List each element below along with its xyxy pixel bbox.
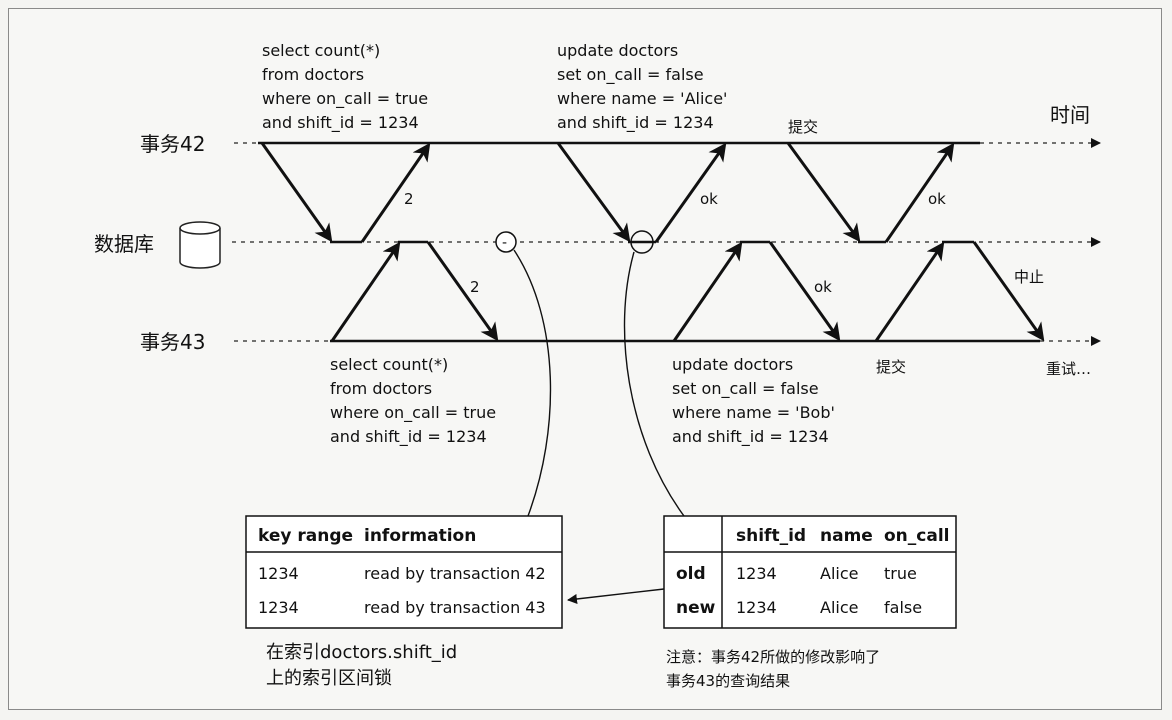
doctors-data-table: shift_id name on_call old 1234 Alice tru… [663, 515, 957, 629]
data-table-caption-line2: 事务43的查询结果 [666, 672, 790, 690]
data-table-cell: 1234 [736, 564, 777, 583]
svg-text:update doctors: update doctors [557, 41, 678, 60]
svg-text:where name = 'Alice': where name = 'Alice' [557, 89, 727, 108]
index-lock-table: key range information 1234 read by trans… [245, 515, 563, 629]
tx42-commit-trip [786, 142, 955, 244]
svg-text:and shift_id = 1234: and shift_id = 1234 [557, 113, 714, 133]
svg-text:from doctors: from doctors [262, 65, 364, 84]
index-table-header-info: information [364, 526, 476, 546]
svg-text:and shift_id = 1234: and shift_id = 1234 [672, 427, 829, 447]
retry-label: 重试… [1046, 360, 1091, 378]
svg-text:set on_call = false: set on_call = false [672, 379, 819, 399]
index-table-cell: read by transaction 42 [364, 564, 546, 583]
ok-label-top-1: ok [700, 190, 718, 208]
commit-label-bottom: 提交 [876, 358, 906, 376]
data-table-cell: 1234 [736, 598, 777, 617]
ok-label-top-2: ok [928, 190, 946, 208]
tx43-commit-abort-trip [874, 240, 1045, 342]
lane-label-db: 数据库 [94, 232, 154, 256]
data-table-row-label-new: new [676, 598, 716, 618]
database-icon [179, 221, 221, 269]
commit-label-top: 提交 [788, 118, 818, 136]
arrow-data-to-index [567, 588, 665, 604]
data-table-cell: false [884, 598, 922, 617]
index-table-header-key: key range [258, 526, 353, 546]
tx42-query-sql: select count(*) from doctors where on_ca… [262, 41, 428, 133]
svg-text:from doctors: from doctors [330, 379, 432, 398]
index-table-caption-line1: 在索引doctors.shift_id [266, 642, 457, 663]
write-marker [630, 230, 654, 254]
svg-text:update doctors: update doctors [672, 355, 793, 374]
count-result-bottom: 2 [470, 278, 480, 296]
svg-text:-: - [502, 235, 507, 251]
svg-text:where on_call = true: where on_call = true [262, 89, 428, 109]
tx43-update-trip [672, 240, 841, 342]
leader-to-index-table [513, 249, 552, 517]
diagram-frame [8, 8, 1162, 710]
count-result-top: 2 [404, 190, 414, 208]
data-table-caption-line1: 注意：事务42所做的修改影响了 [666, 648, 880, 666]
data-table-header-shift-id: shift_id [736, 526, 806, 546]
data-table-header-on-call: on_call [884, 526, 950, 546]
index-lock-marker: - [495, 231, 517, 253]
data-table-cell: true [884, 564, 917, 583]
index-table-cell: 1234 [258, 598, 299, 617]
abort-label: 中止 [1014, 268, 1044, 286]
index-table-cell: read by transaction 43 [364, 598, 546, 617]
tx42-update-sql: update doctors set on_call = false where… [557, 41, 727, 133]
data-table-cell: Alice [820, 598, 858, 617]
lane-label-tx42: 事务42 [140, 132, 205, 156]
tx42-update-trip [556, 142, 727, 244]
ok-label-bottom: ok [814, 278, 832, 296]
lane-label-tx43: 事务43 [140, 330, 205, 354]
index-table-caption-line2: 上的索引区间锁 [266, 668, 392, 689]
svg-text:select count(*): select count(*) [262, 41, 380, 60]
data-table-row-label-old: old [676, 564, 706, 584]
svg-text:and shift_id = 1234: and shift_id = 1234 [262, 113, 419, 133]
tx43-query-sql: select count(*) from doctors where on_ca… [330, 355, 496, 447]
leader-to-data-table [623, 251, 685, 517]
data-table-header-name: name [820, 526, 873, 546]
svg-text:select count(*): select count(*) [330, 355, 448, 374]
svg-text:where name = 'Bob': where name = 'Bob' [672, 403, 835, 422]
svg-text:set on_call = false: set on_call = false [557, 65, 704, 85]
index-table-cell: 1234 [258, 564, 299, 583]
svg-text:where on_call = true: where on_call = true [330, 403, 496, 423]
data-table-cell: Alice [820, 564, 858, 583]
svg-text:and shift_id = 1234: and shift_id = 1234 [330, 427, 487, 447]
tx42-query-trip [260, 142, 431, 244]
tx43-update-sql: update doctors set on_call = false where… [672, 355, 835, 447]
time-label: 时间 [1050, 103, 1090, 127]
tx43-query-trip [330, 240, 499, 342]
